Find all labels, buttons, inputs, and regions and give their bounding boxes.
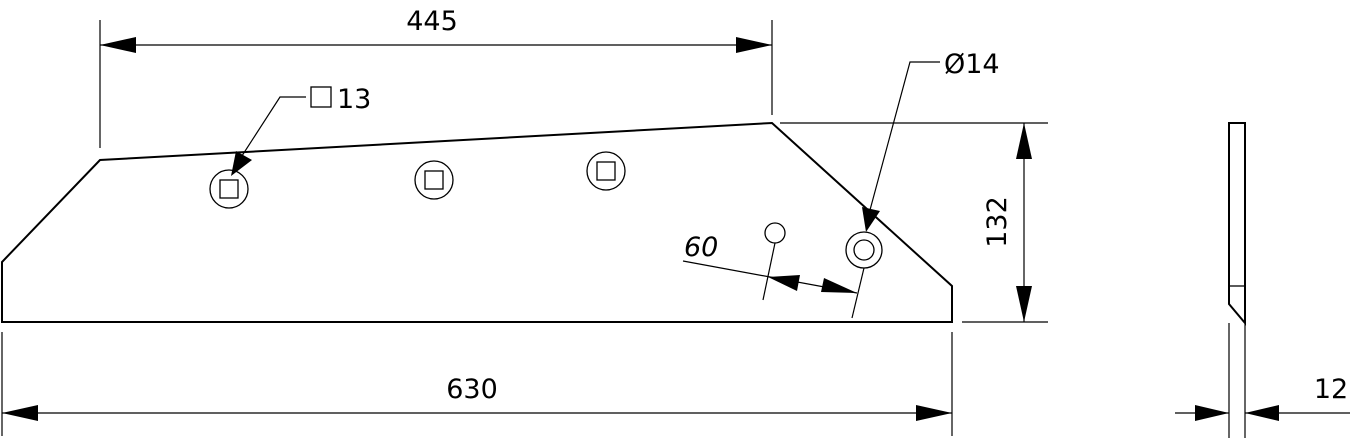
dimension-height: 132 xyxy=(780,122,1048,323)
dimension-label-132: 132 xyxy=(982,196,1013,248)
arrow-head xyxy=(916,405,952,421)
dimension-label-diameter-14: Ø14 xyxy=(944,49,1000,80)
small-round-hole xyxy=(764,222,786,244)
arrow-head xyxy=(100,37,136,53)
dimension-label-630: 630 xyxy=(446,374,498,405)
square-hole-1 xyxy=(209,169,249,209)
blade-front-view xyxy=(1,121,953,323)
arrow-head xyxy=(2,405,38,421)
arrow-head xyxy=(736,37,772,53)
dimension-label-60: 60 xyxy=(684,232,718,263)
round-hole-14 xyxy=(845,231,883,269)
side-view-outline xyxy=(1228,122,1246,326)
blade-outline xyxy=(1,121,953,323)
arrow-head xyxy=(1195,405,1229,421)
arrow-head xyxy=(1016,286,1032,322)
dimension-label-12: 12 xyxy=(1314,374,1348,405)
blade-side-view xyxy=(1228,122,1246,438)
square-hole-2 xyxy=(414,160,454,200)
arrow-head xyxy=(862,207,880,232)
dimension-thickness: 12 xyxy=(1175,374,1350,421)
leader-square-hole: 13 xyxy=(231,84,371,176)
dimension-hole-spacing: 60 xyxy=(682,232,865,319)
arrow-head xyxy=(768,275,800,291)
dimension-total-length: 630 xyxy=(1,332,953,436)
square-symbol xyxy=(310,86,332,108)
dimension-label-square-13: 13 xyxy=(337,84,371,115)
leader-round-hole: Ø14 xyxy=(862,49,1000,232)
arrow-head xyxy=(1245,405,1279,421)
dimension-top-length: 445 xyxy=(99,6,773,148)
arrow-head xyxy=(231,151,252,176)
square-hole-3 xyxy=(586,151,626,191)
arrow-head xyxy=(821,278,857,293)
arrow-head xyxy=(1016,123,1032,159)
dimension-label-445: 445 xyxy=(406,6,458,37)
